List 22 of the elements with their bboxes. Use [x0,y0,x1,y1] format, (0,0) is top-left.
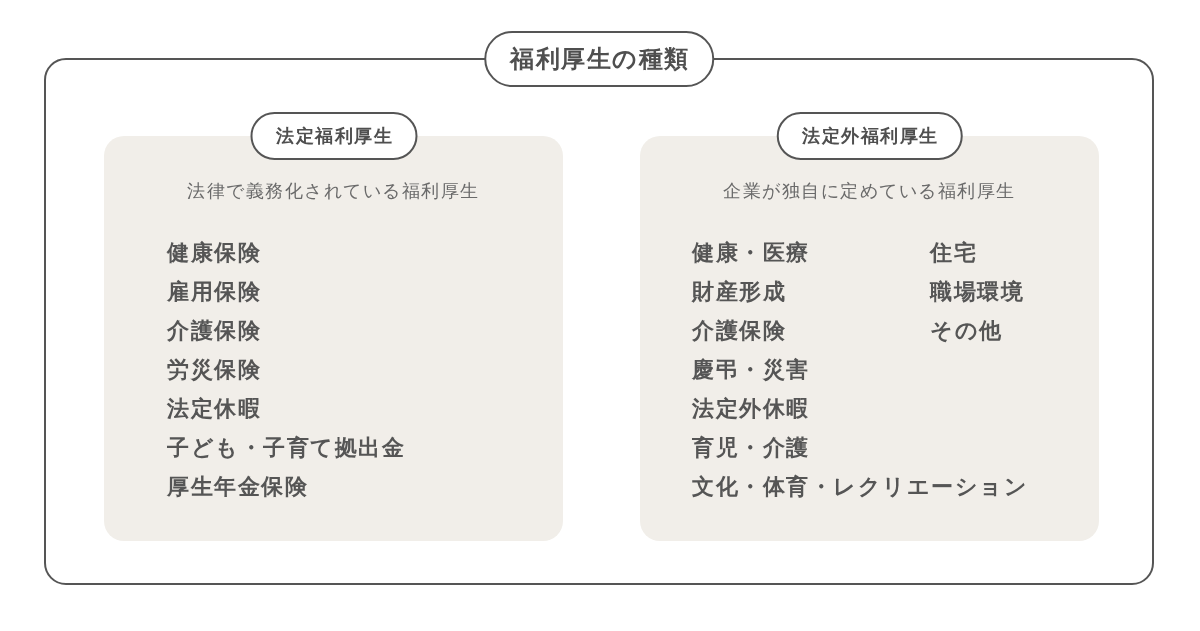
category-heading: 法定外福利厚生 [776,112,963,160]
benefit-item: 健康保険 [167,239,261,267]
benefit-item: その他 [930,317,1003,345]
benefit-item: 住宅 [930,239,977,267]
benefit-item: 厚生年金保険 [167,473,308,501]
benefit-item: 介護保険 [692,317,786,345]
benefit-item: 法定外休暇 [692,395,810,423]
category-heading: 法定福利厚生 [250,112,417,160]
benefit-item: 財産形成 [692,278,786,306]
frame-heading: 福利厚生の種類 [484,31,714,87]
benefit-item: 介護保険 [167,317,261,345]
benefit-item: 労災保険 [167,356,261,384]
benefit-item: 文化・体育・レクリエーション [692,473,1028,501]
benefit-item: 雇用保険 [167,278,261,306]
benefit-item: 子ども・子育て拠出金 [167,434,405,462]
benefit-item: 職場環境 [930,278,1024,306]
benefit-item: 法定休暇 [167,395,261,423]
benefit-item: 育児・介護 [692,434,810,462]
benefit-item: 慶弔・災害 [692,356,810,384]
category-description: 法律で義務化されている福利厚生 [187,179,480,203]
category-description: 企業が独自に定めている福利厚生 [723,179,1016,203]
benefit-item: 健康・医療 [692,239,810,267]
